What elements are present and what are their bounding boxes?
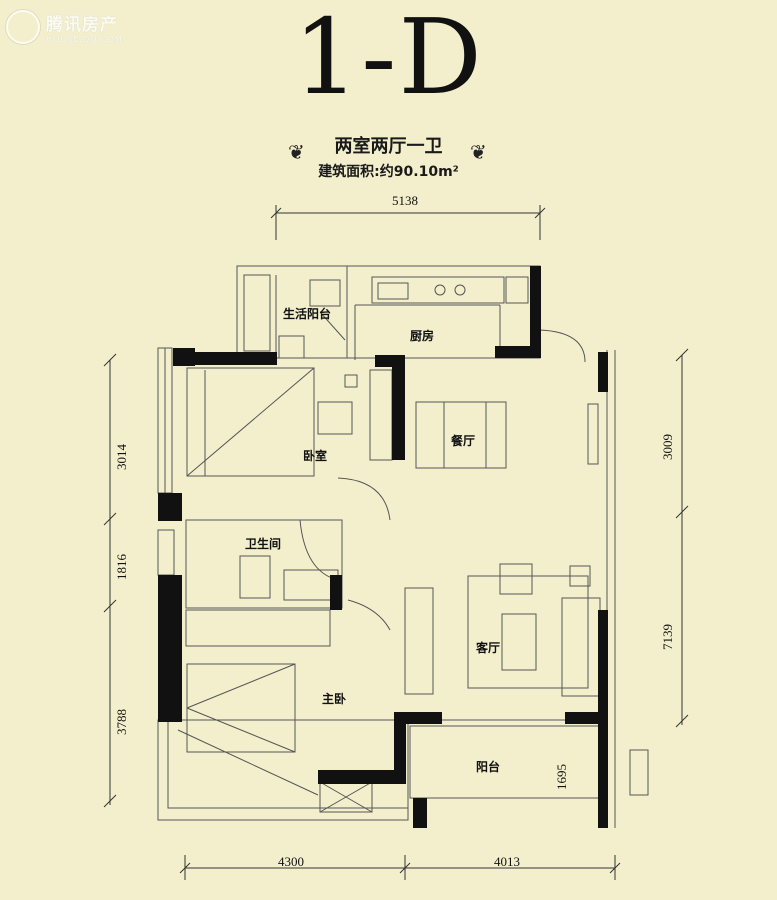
- dim-balcony-depth: 1695: [554, 764, 569, 790]
- room-label-kitchen: 厨房: [410, 328, 434, 343]
- room-label-bathroom: 卫生间: [245, 536, 281, 551]
- dim-right-upper: 3009: [660, 434, 675, 460]
- thick-walls: [158, 266, 608, 828]
- dimension-lines: [103, 205, 689, 880]
- right-ornament-icon: ❦: [470, 140, 487, 164]
- watermark-logo: 腾讯房产 HOUSE.QQ.COM: [6, 10, 123, 44]
- area-label: 建筑面积:约90.10m²: [318, 164, 459, 180]
- dim-bottom-right: 4013: [494, 854, 520, 869]
- watermark-url: HOUSE.QQ.COM: [46, 35, 123, 44]
- room-label-master-bedroom: 主卧: [322, 691, 346, 706]
- room-label-balcony: 阳台: [476, 759, 500, 774]
- room-label-service-balcony: 生活阳台: [283, 306, 331, 321]
- dim-left-upper: 3014: [114, 444, 129, 471]
- layout-subtitle: 两室两厅一卫: [334, 136, 443, 157]
- left-ornament-icon: ❦: [288, 140, 305, 164]
- dim-left-lower: 3788: [114, 709, 129, 735]
- room-label-dining: 餐厅: [451, 433, 475, 448]
- dim-bottom-left: 4300: [278, 854, 304, 869]
- dim-right-lower: 7139: [660, 624, 675, 650]
- watermark-text: 腾讯房产 HOUSE.QQ.COM: [46, 10, 123, 44]
- room-label-bedroom: 卧室: [303, 448, 327, 463]
- dim-left-middle: 1816: [114, 554, 129, 581]
- dim-top: 5138: [392, 193, 418, 208]
- room-label-living: 客厅: [475, 640, 500, 655]
- unit-code-title: 1-D: [293, 0, 484, 118]
- watermark-brand: 腾讯房产: [46, 15, 118, 35]
- logo-icon: [6, 10, 40, 44]
